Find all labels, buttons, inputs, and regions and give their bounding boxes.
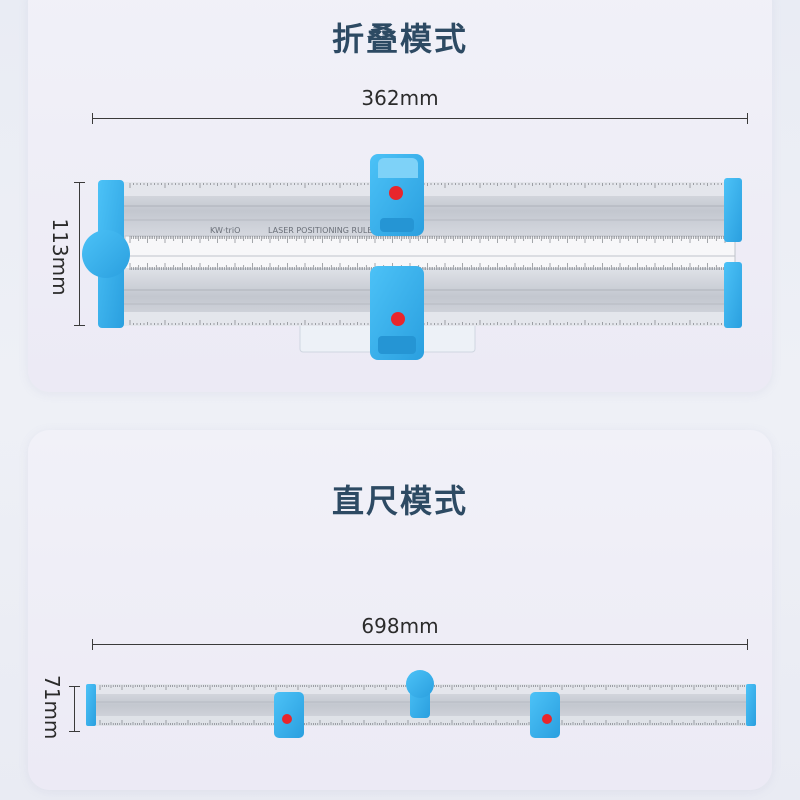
fold-mode-title: 折叠模式: [331, 20, 468, 58]
fold-width-dimension-line: [92, 113, 748, 124]
straight-right-slider: [530, 692, 560, 738]
straight-width-label: 698mm: [361, 614, 439, 638]
straight-center-knob: [406, 670, 434, 698]
straight-width-dimension-line: [92, 639, 748, 650]
top-slider: [370, 154, 424, 236]
straight-mode-panel: [28, 430, 772, 790]
straight-left-cap: [86, 684, 96, 726]
fold-height-dimension-line: [74, 182, 85, 326]
straight-right-cap: [746, 684, 756, 726]
right-end-cap-top: [724, 178, 742, 242]
straight-left-slider: [274, 692, 304, 738]
straight-height-dimension-line: [69, 686, 80, 732]
bottom-slider: [370, 266, 424, 360]
straight-mode-title: 直尺模式: [331, 482, 468, 520]
fold-ruler-ticks: [129, 183, 729, 325]
right-end-cap-bottom: [724, 262, 742, 328]
ruler-brand-text: KW·triO: [210, 226, 240, 235]
left-round-knob: [82, 230, 130, 278]
fold-width-label: 362mm: [361, 86, 439, 110]
ruler-laser-text: LASER POSITIONING RULER: [268, 226, 378, 235]
